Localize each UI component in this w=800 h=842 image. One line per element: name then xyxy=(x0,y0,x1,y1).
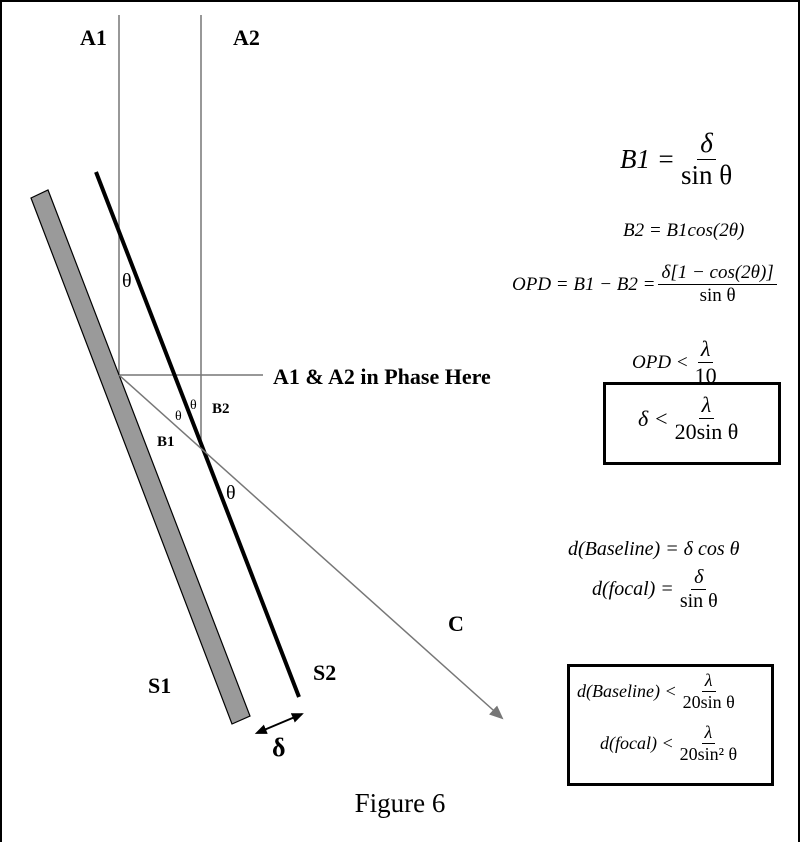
label-s2: S2 xyxy=(313,660,337,685)
eq-opd-num: δ[1 − cos(2θ)] xyxy=(658,262,777,285)
eq-delta-lt-num: λ xyxy=(698,392,715,419)
eq-b1-lhs: B1 = xyxy=(620,144,675,174)
eq-focal: d(focal) = δ sin θ xyxy=(592,566,724,613)
eq-b1-den: sin θ xyxy=(680,160,733,190)
ray-c xyxy=(118,374,504,720)
label-s1: S1 xyxy=(148,673,172,698)
label-a1: A1 xyxy=(80,25,107,50)
label-delta: δ xyxy=(272,733,286,762)
label-b2: B2 xyxy=(212,401,230,417)
label-phase: A1 & A2 in Phase Here xyxy=(273,364,491,389)
box-distance-conditions xyxy=(567,664,774,786)
angle-theta-4: θ xyxy=(226,482,236,504)
eq-opd-lt-lhs: OPD < xyxy=(632,351,689,373)
eq-opd-lt-frac: λ 10 xyxy=(692,336,720,389)
eq-delta-lt: δ < λ 20sin θ xyxy=(638,392,744,445)
label-b1: B1 xyxy=(157,434,175,450)
delta-arrow xyxy=(254,713,304,734)
eq-b2: B2 = B1cos(2θ) xyxy=(623,220,745,241)
eq-box-baseline-num: λ xyxy=(701,670,716,692)
eq-focal-frac: δ sin θ xyxy=(677,566,721,613)
eq-opd-lhs: OPD = B1 − B2 = xyxy=(512,273,656,295)
eq-box-focal-lhs: d(focal) < xyxy=(600,733,674,753)
eq-box-focal-frac: λ 20sin² θ xyxy=(677,722,741,765)
angle-theta-2: θ xyxy=(175,409,182,424)
surface-s2 xyxy=(94,171,301,698)
eq-box-baseline-frac: λ 20sin θ xyxy=(680,670,738,713)
figure-caption: Figure 6 xyxy=(354,788,446,818)
eq-box-baseline-den: 20sin θ xyxy=(682,692,735,712)
eq-b1-frac: δ sin θ xyxy=(678,128,735,191)
angle-theta-3: θ xyxy=(190,398,197,413)
eq-opd-lt-num: λ xyxy=(697,336,714,363)
label-c: C xyxy=(448,611,464,636)
eq-delta-lt-lhs: δ < xyxy=(638,405,669,431)
angle-theta-1: θ xyxy=(122,270,132,292)
surface-s1 xyxy=(30,189,251,725)
eq-box-baseline-lhs: d(Baseline) < xyxy=(577,681,677,701)
eq-focal-den: sin θ xyxy=(679,590,718,612)
eq-focal-num: δ xyxy=(691,566,707,590)
eq-b1-num: δ xyxy=(697,128,716,160)
eq-b1: B1 = δ sin θ xyxy=(620,128,738,191)
eq-opd-frac: δ[1 − cos(2θ)] sin θ xyxy=(658,262,777,307)
eq-opd: OPD = B1 − B2 = δ[1 − cos(2θ)] sin θ xyxy=(512,262,780,307)
eq-box-focal: d(focal) < λ 20sin² θ xyxy=(600,722,743,765)
eq-opd-lt: OPD < λ 10 xyxy=(632,336,723,389)
eq-delta-lt-den: 20sin θ xyxy=(674,419,739,444)
eq-focal-lhs: d(focal) = xyxy=(592,578,674,600)
eq-box-focal-den: 20sin² θ xyxy=(679,744,738,764)
eq-baseline: d(Baseline) = δ cos θ xyxy=(568,538,740,560)
eq-box-baseline: d(Baseline) < λ 20sin θ xyxy=(577,670,741,713)
eq-opd-lt-den: 10 xyxy=(694,363,717,388)
eq-box-focal-num: λ xyxy=(701,722,716,744)
eq-delta-lt-frac: λ 20sin θ xyxy=(672,392,742,445)
eq-opd-den: sin θ xyxy=(699,285,736,306)
box-delta-condition xyxy=(603,382,781,465)
label-a2: A2 xyxy=(233,25,260,50)
